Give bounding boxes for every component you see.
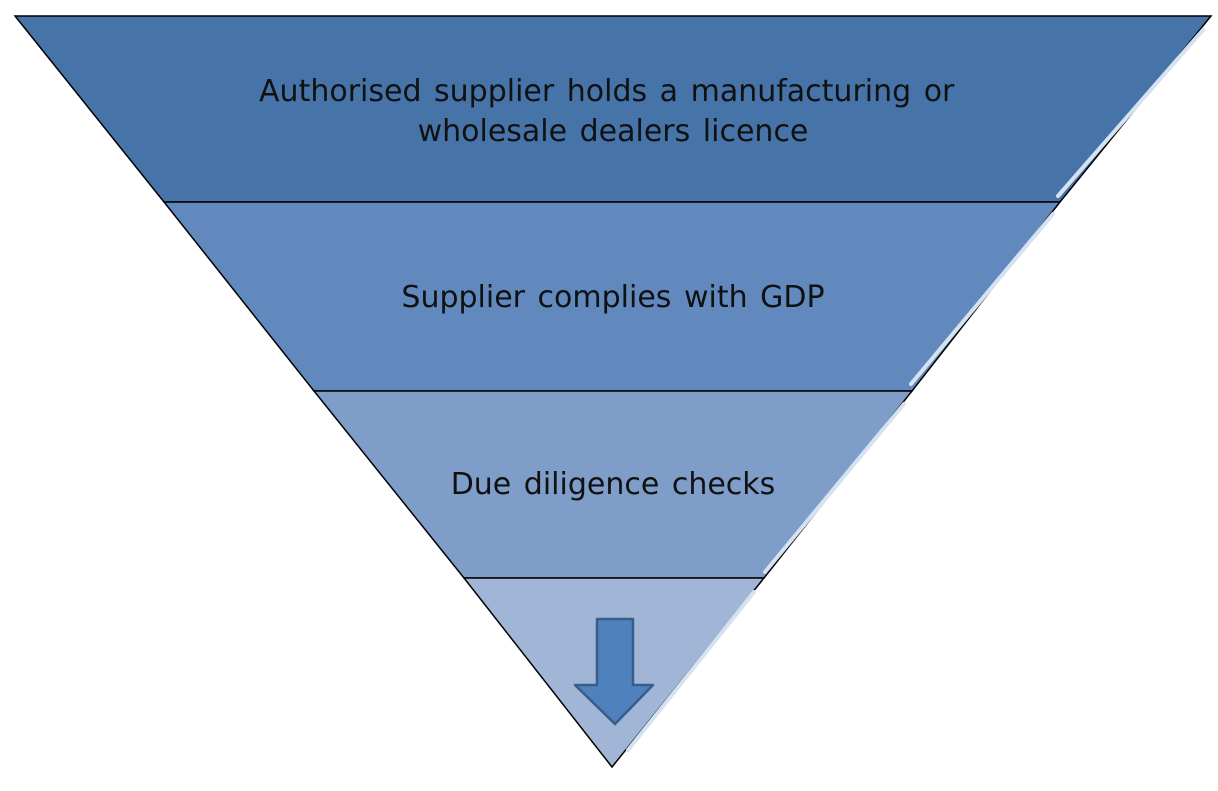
tier-4-highlight — [626, 590, 756, 752]
tier-1-shape — [13, 15, 1213, 203]
pyramid-tier-2: Supplier complies with GDP — [162, 201, 1062, 392]
tier-2-highlight — [909, 212, 1055, 386]
down-arrow-icon — [573, 617, 655, 726]
tier-1-highlight — [1056, 28, 1205, 198]
tier-1-label-line-1: Authorised supplier holds a manufacturin… — [259, 74, 955, 109]
tier-3-highlight — [763, 402, 906, 574]
svg-text:Supplier complies with GDP: Supplier complies with GDP — [401, 280, 824, 315]
svg-text:Authorised supplier holds a ma: Authorised supplier holds a manufacturin… — [259, 74, 967, 149]
tier-3-label: Due diligence checks — [451, 467, 776, 502]
pyramid-tier-4 — [462, 577, 766, 769]
tier-1-label-line-2: wholesale dealers licence — [418, 114, 809, 149]
pyramid-tier-3: Due diligence checks — [312, 390, 914, 579]
pyramid-tier-1: Authorised supplier holds a manufacturin… — [13, 15, 1213, 203]
svg-text:Due diligence checks: Due diligence checks — [451, 467, 776, 502]
tier-2-label: Supplier complies with GDP — [401, 280, 824, 315]
